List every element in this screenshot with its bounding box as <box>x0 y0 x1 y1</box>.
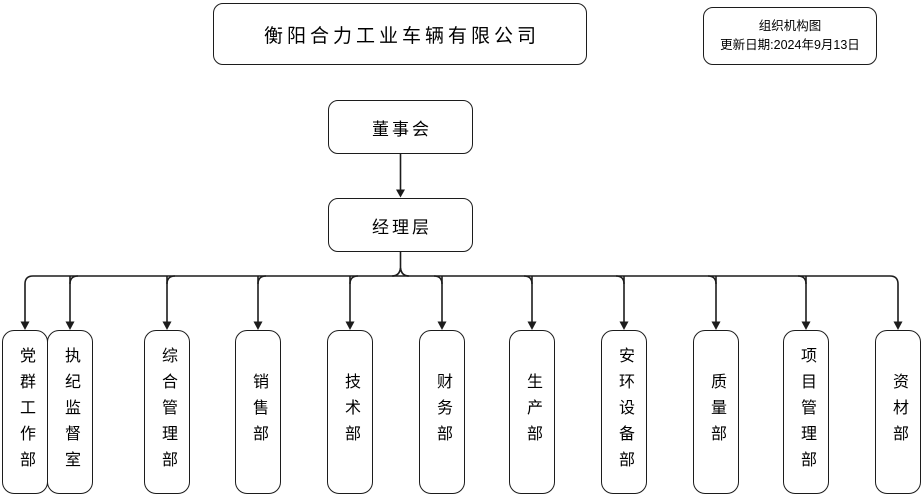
org-node-general-management-dept: 综合管理部 <box>144 330 190 494</box>
bus-line <box>24 275 899 322</box>
dept-label: 销售部 <box>250 373 267 451</box>
dept-label: 资材部 <box>890 373 907 451</box>
org-node-project-management-dept: 项目管理部 <box>783 330 829 494</box>
org-node-discipline-supervision-office: 执纪监督室 <box>47 330 93 494</box>
arrow-board-to-management <box>396 153 405 198</box>
company-title: 衡阳合力工业车辆有限公司 <box>263 25 540 47</box>
dept-label: 技术部 <box>342 373 359 451</box>
org-node-safety-env-equipment-dept: 安环设备部 <box>601 330 647 494</box>
branch-drops <box>69 275 807 322</box>
chart-type-label: 组织机构图 <box>758 18 822 33</box>
board-label: 董事会 <box>372 119 432 139</box>
org-node-production-dept: 生产部 <box>509 330 555 494</box>
dept-label: 综合管理部 <box>159 347 176 477</box>
org-node-quality-dept: 质量部 <box>693 330 739 494</box>
org-node-sales-dept: 销售部 <box>235 330 281 494</box>
org-node-management: 经理层 <box>328 198 473 252</box>
chart-info-box: 组织机构图 更新日期:2024年9月13日 <box>703 7 877 65</box>
dept-label: 财务部 <box>434 373 451 451</box>
dept-label: 质量部 <box>708 373 725 451</box>
org-node-technology-dept: 技术部 <box>327 330 373 494</box>
company-title-box: 衡阳合力工业车辆有限公司 <box>213 3 587 65</box>
org-node-materials-dept: 资材部 <box>875 330 921 494</box>
dept-label: 项目管理部 <box>798 347 815 477</box>
org-node-board: 董事会 <box>328 100 473 154</box>
org-node-finance-dept: 财务部 <box>419 330 465 494</box>
management-label: 经理层 <box>372 217 432 237</box>
management-stub <box>391 252 410 277</box>
dept-label: 执纪监督室 <box>62 347 79 477</box>
dept-label: 生产部 <box>524 373 541 451</box>
update-date-label: 更新日期:2024年9月13日 <box>720 38 860 52</box>
org-node-party-mass-work-dept: 党群工作部 <box>2 330 48 494</box>
dept-label: 安环设备部 <box>616 347 633 477</box>
dept-label: 党群工作部 <box>17 347 34 477</box>
branch-arrowheads <box>20 321 903 330</box>
